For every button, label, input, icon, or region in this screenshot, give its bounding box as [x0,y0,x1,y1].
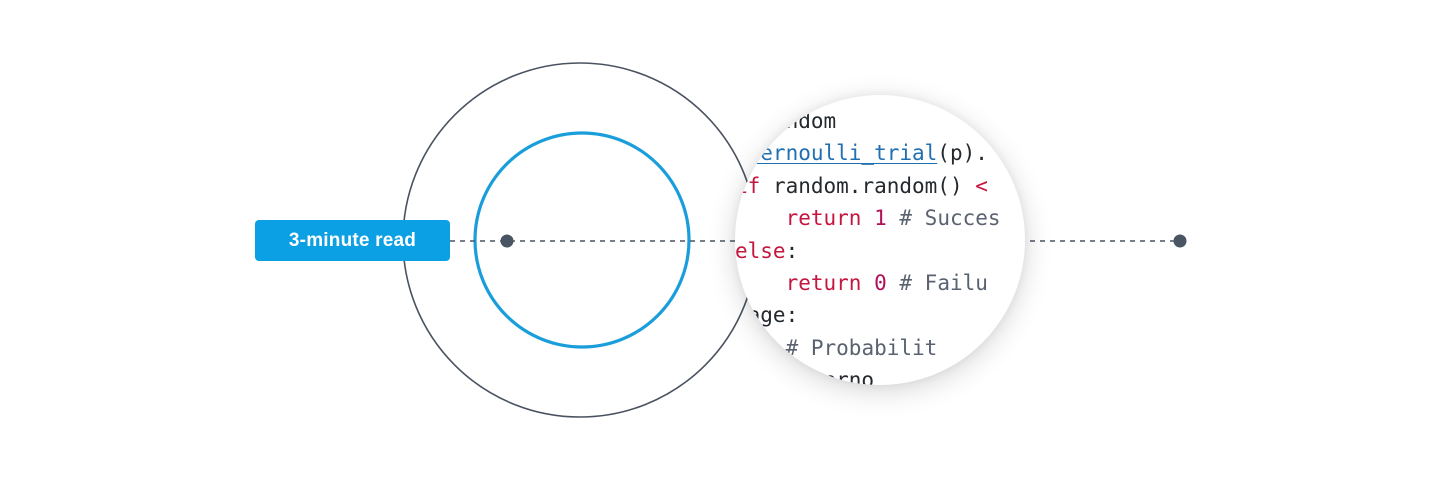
code-line: 3 # Probabilit [735,332,1001,364]
code-token: random [735,109,837,133]
code-line: return 0 # Failu [735,267,1001,299]
code-line: age: [735,299,1001,331]
code-token: return [785,206,862,231]
code-token: age: [735,303,799,328]
code-token: # Failu [886,270,988,295]
code-line: pernoulli_trial(p). [735,137,1001,169]
code-token: berno [735,368,875,385]
code-line: if random.random() < [735,170,1001,202]
outer-ring [402,62,758,418]
code-token: # Probabilit [772,335,938,360]
code-token: else [735,238,786,263]
code-token: : [785,238,799,263]
code-token: 0 [874,270,887,295]
code-token: 3 [735,335,773,360]
code-token [861,206,874,230]
code-token: (p) [937,141,976,166]
code-line: berno [735,364,1001,385]
code-token: . [975,141,988,166]
code-line: random [735,105,1001,137]
code-line: return 1 # Succes [735,202,1001,234]
code-token [735,271,786,295]
code-snippet: random pernoulli_trial(p).if random.rand… [735,105,1001,385]
code-magnifier-lens: random pernoulli_trial(p).if random.rand… [735,95,1025,385]
code-token [735,206,786,230]
code-token [861,271,874,295]
connector-dot-right [1173,234,1187,248]
code-token: return [785,270,862,295]
code-token: # Succes [886,206,1001,231]
code-line: else: [735,235,1001,267]
connector-dot-left [500,234,514,248]
code-token: random.random() [760,173,976,198]
code-token: < [975,173,988,198]
code-token: pernoulli_trial [735,141,938,166]
code-token: 1 [874,206,887,231]
inner-ring [473,131,691,349]
code-token: if [735,173,761,198]
read-time-badge: 3-minute read [255,220,450,261]
